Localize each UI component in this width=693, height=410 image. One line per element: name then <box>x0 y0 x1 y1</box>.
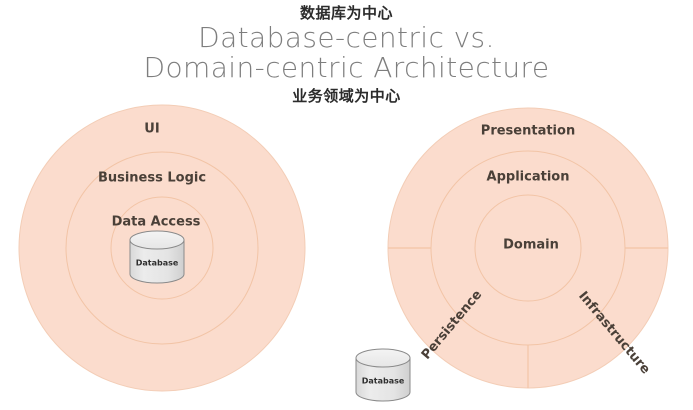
right-ring-inner <box>474 194 582 302</box>
right-architecture-group <box>387 107 669 389</box>
left-ring-inner <box>110 196 214 300</box>
right-database-cylinder <box>355 348 411 402</box>
left-database-cylinder <box>129 230 185 284</box>
left-ring-middle <box>65 151 259 345</box>
